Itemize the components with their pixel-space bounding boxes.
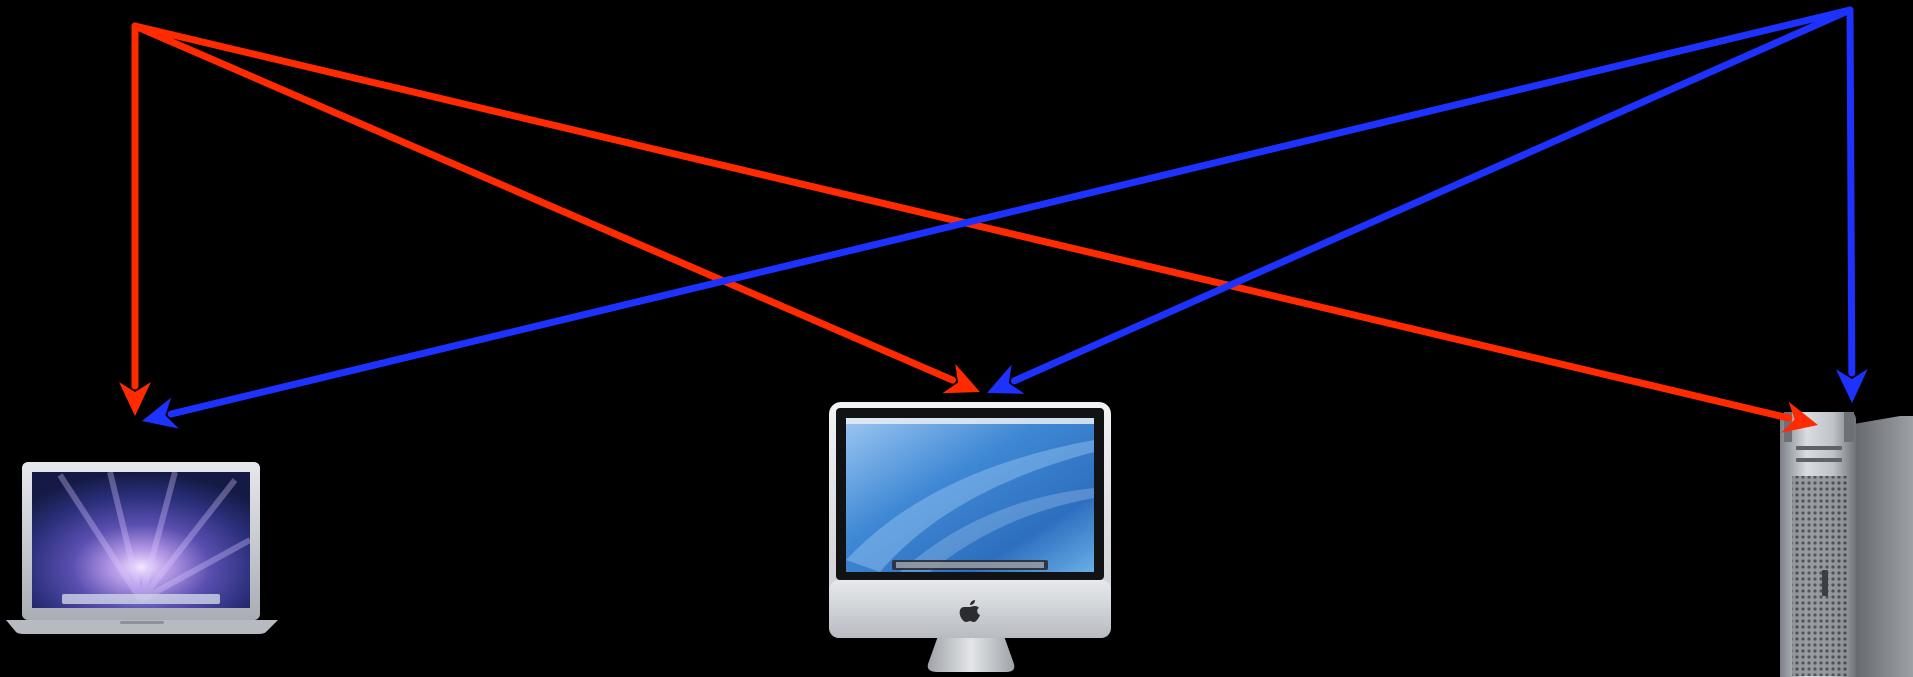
apple-logo-icon	[959, 600, 980, 622]
arrow-source-right-to-imac	[987, 6, 1854, 394]
laptop-screen	[32, 472, 250, 608]
arrow-head	[1835, 368, 1868, 403]
connection-arrows	[119, 6, 1868, 433]
arrow-shaft	[1846, 6, 1856, 377]
arrow-head	[142, 397, 179, 429]
tower-side	[1842, 416, 1913, 677]
arrow-head	[987, 364, 1025, 394]
arrow-head	[1781, 401, 1818, 433]
laptop-base	[6, 620, 278, 634]
arrow-source-right-to-laptop	[142, 6, 1854, 429]
arrow-source-left-to-tower	[131, 22, 1818, 433]
imac-screen	[846, 418, 1094, 572]
arrow-head	[942, 363, 980, 394]
arrow-source-left-to-laptop	[119, 22, 151, 416]
arrow-source-left-to-imac	[131, 22, 980, 394]
tower-icon	[1780, 412, 1913, 677]
laptop-icon	[6, 462, 278, 634]
arrow-source-right-to-tower	[1835, 6, 1868, 403]
arrow-shaft	[167, 6, 1854, 418]
tower-grille	[1792, 476, 1848, 676]
imac-stand	[927, 636, 1015, 672]
imac-icon	[829, 402, 1111, 672]
arrow-shaft	[131, 22, 956, 384]
arrow-shaft	[1010, 6, 1854, 385]
arrow-head	[119, 382, 151, 416]
